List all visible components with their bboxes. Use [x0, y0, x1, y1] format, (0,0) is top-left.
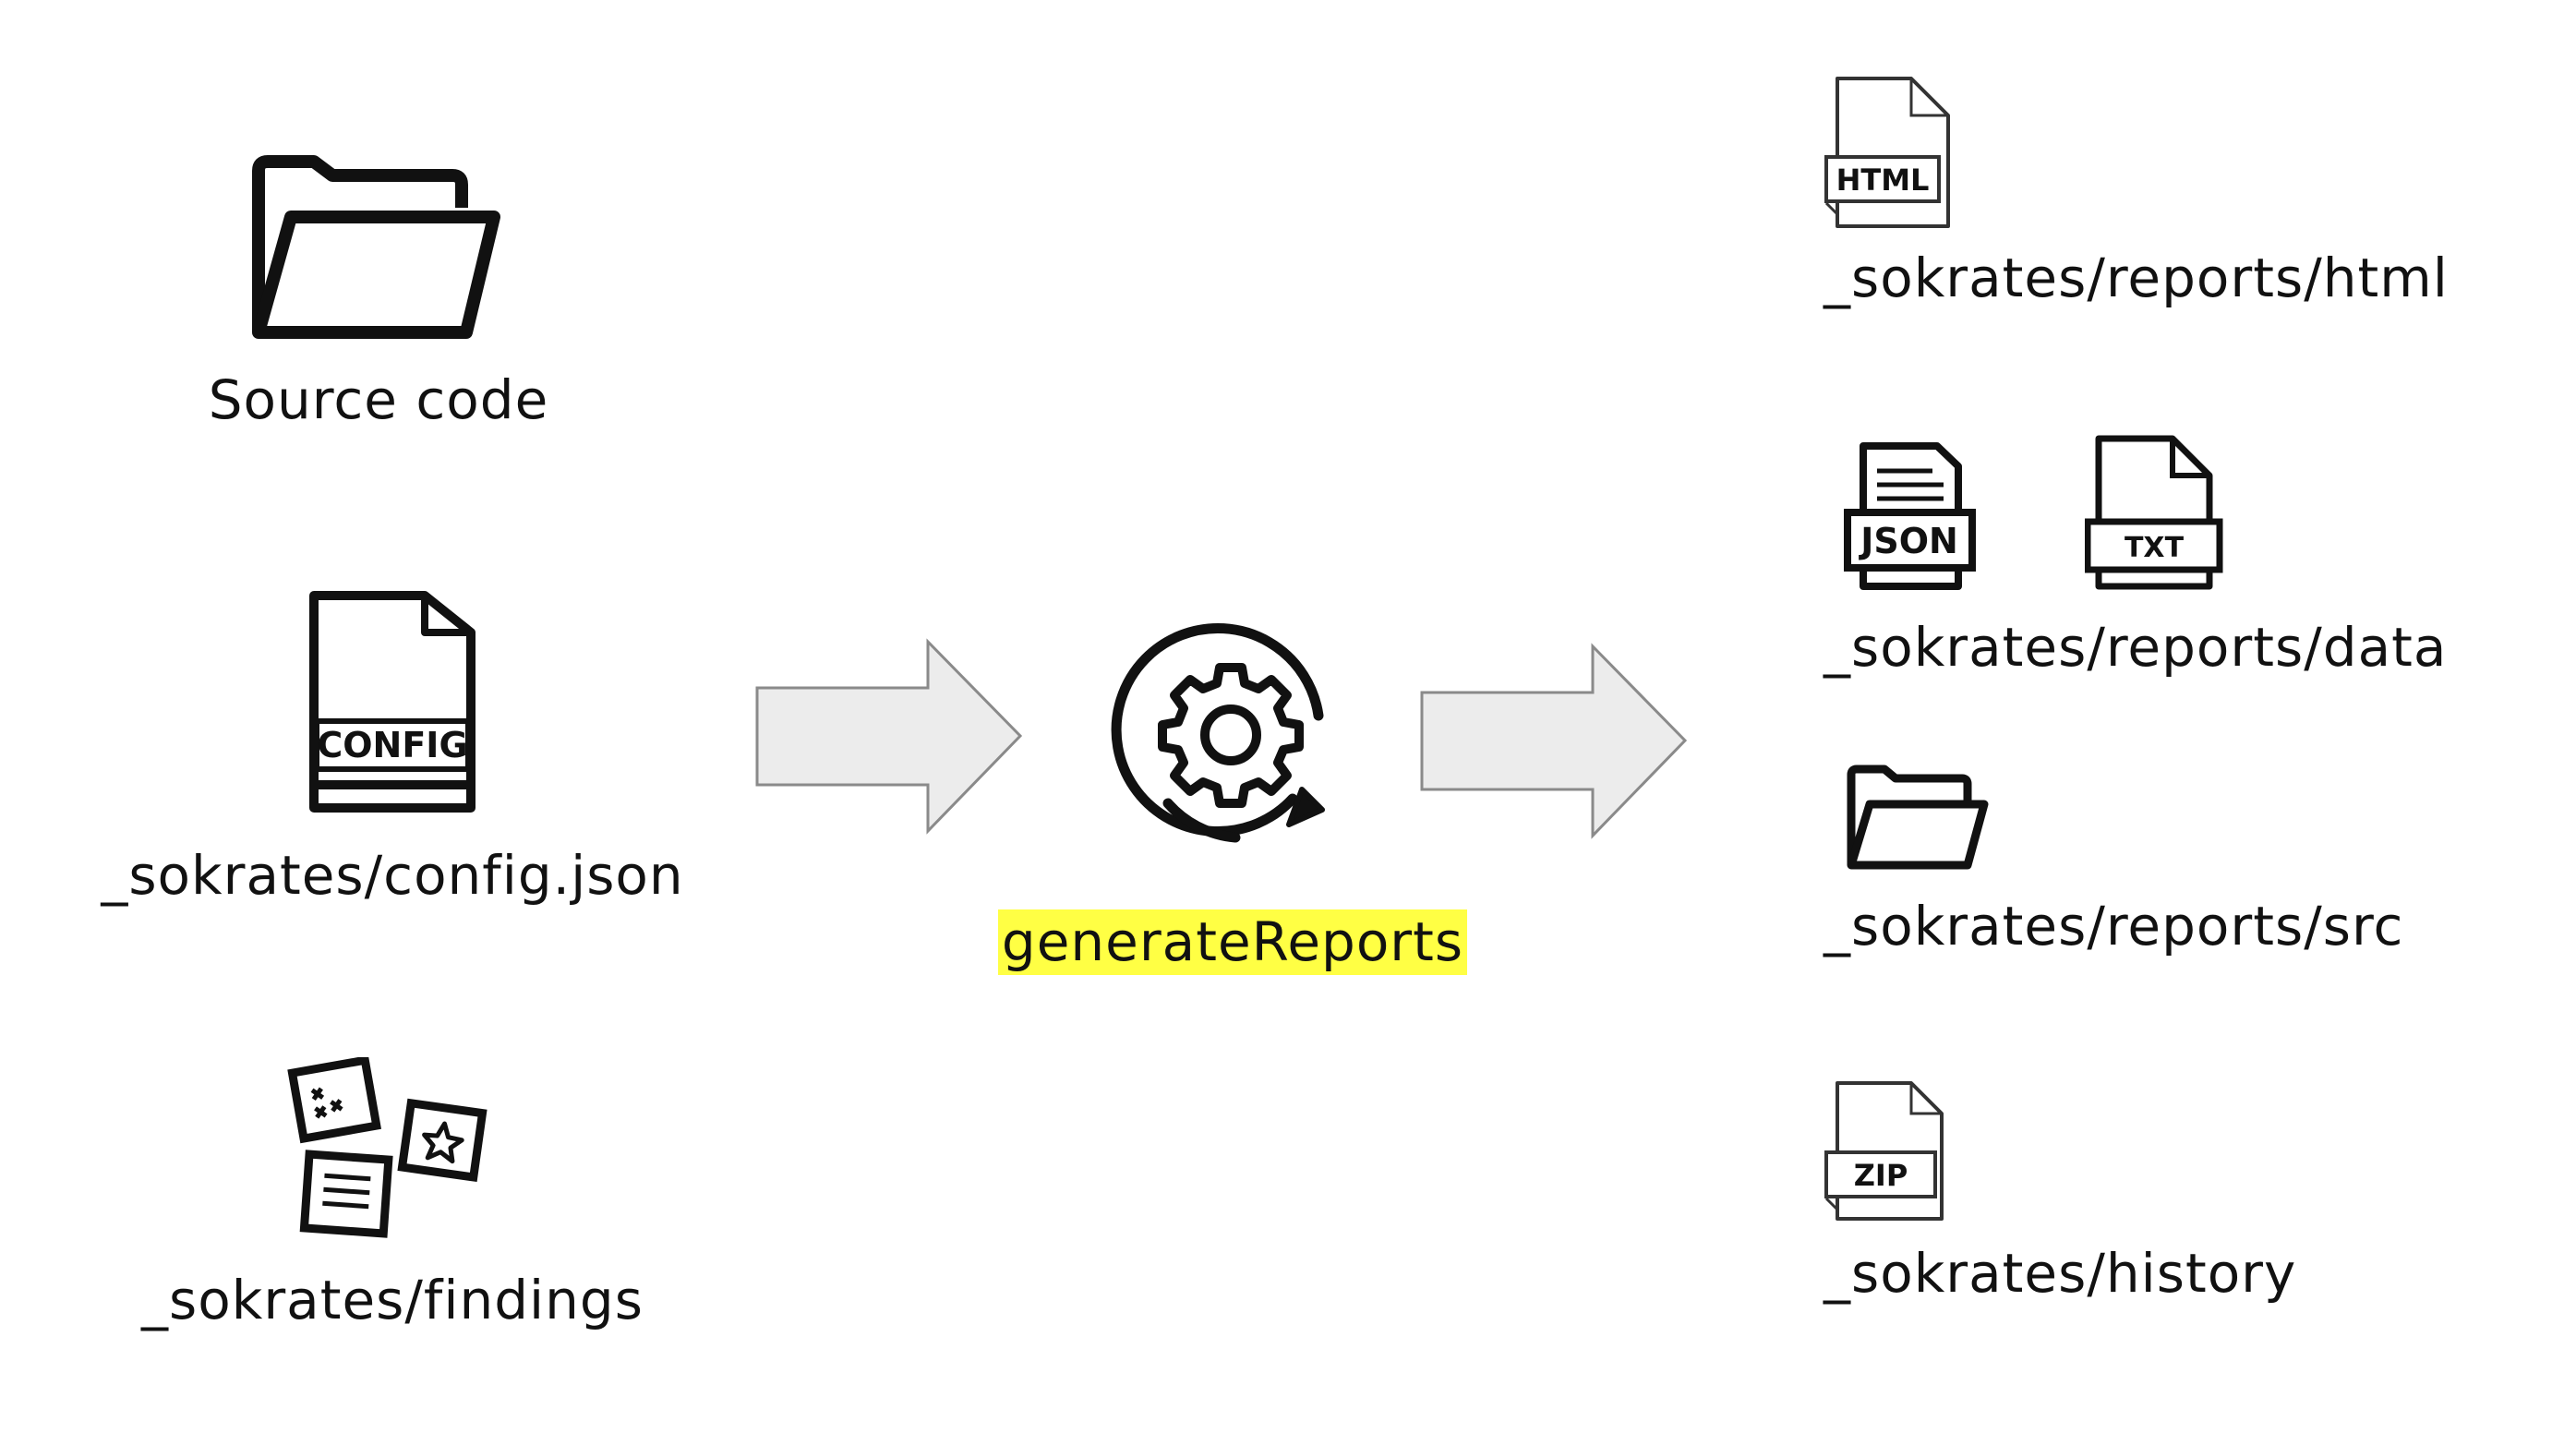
- gear-refresh-icon: [1111, 622, 1325, 843]
- input-arrow: [755, 638, 1023, 835]
- data-icons-row: JSON TXT: [1840, 434, 2223, 591]
- data-output-label: _sokrates/reports/data: [1824, 616, 2448, 679]
- folder-open-icon: [252, 155, 500, 339]
- zip-file-icon: ZIP: [1824, 1081, 1944, 1221]
- config-file-icon: CONFIG: [309, 591, 475, 813]
- findings-label: _sokrates/findings: [141, 1269, 644, 1331]
- json-badge: JSON: [1858, 521, 1958, 561]
- config-badge: CONFIG: [317, 725, 467, 765]
- html-output-node: HTML _sokrates/reports/html: [1824, 74, 2449, 309]
- history-output-node: ZIP _sokrates/history: [1824, 1078, 2296, 1305]
- source-code-node: Source code: [175, 152, 582, 431]
- txt-file-icon: TXT: [2085, 435, 2223, 590]
- config-node: CONFIG _sokrates/config.json: [83, 591, 702, 907]
- sticky-notes-icon: [287, 1057, 488, 1238]
- data-output-node: JSON TXT _sokrates/reports/data: [1824, 434, 2447, 679]
- html-file-icon: HTML: [1824, 77, 1950, 228]
- html-badge: HTML: [1836, 163, 1930, 198]
- process-node: generateReports: [956, 614, 1510, 975]
- config-label: _sokrates/config.json: [101, 844, 684, 907]
- html-output-label: _sokrates/reports/html: [1824, 247, 2449, 309]
- process-label: generateReports: [997, 909, 1468, 975]
- src-output-label: _sokrates/reports/src: [1824, 895, 2404, 957]
- output-arrow: [1420, 643, 1688, 839]
- zip-badge: ZIP: [1854, 1158, 1908, 1193]
- src-output-node: _sokrates/reports/src: [1824, 762, 2403, 957]
- source-code-label: Source code: [208, 368, 549, 431]
- history-output-label: _sokrates/history: [1824, 1242, 2297, 1305]
- folder-open-icon: [1847, 765, 1989, 870]
- txt-badge: TXT: [2125, 532, 2185, 564]
- json-file-icon: JSON: [1844, 442, 1976, 590]
- findings-node: _sokrates/findings: [120, 1057, 665, 1331]
